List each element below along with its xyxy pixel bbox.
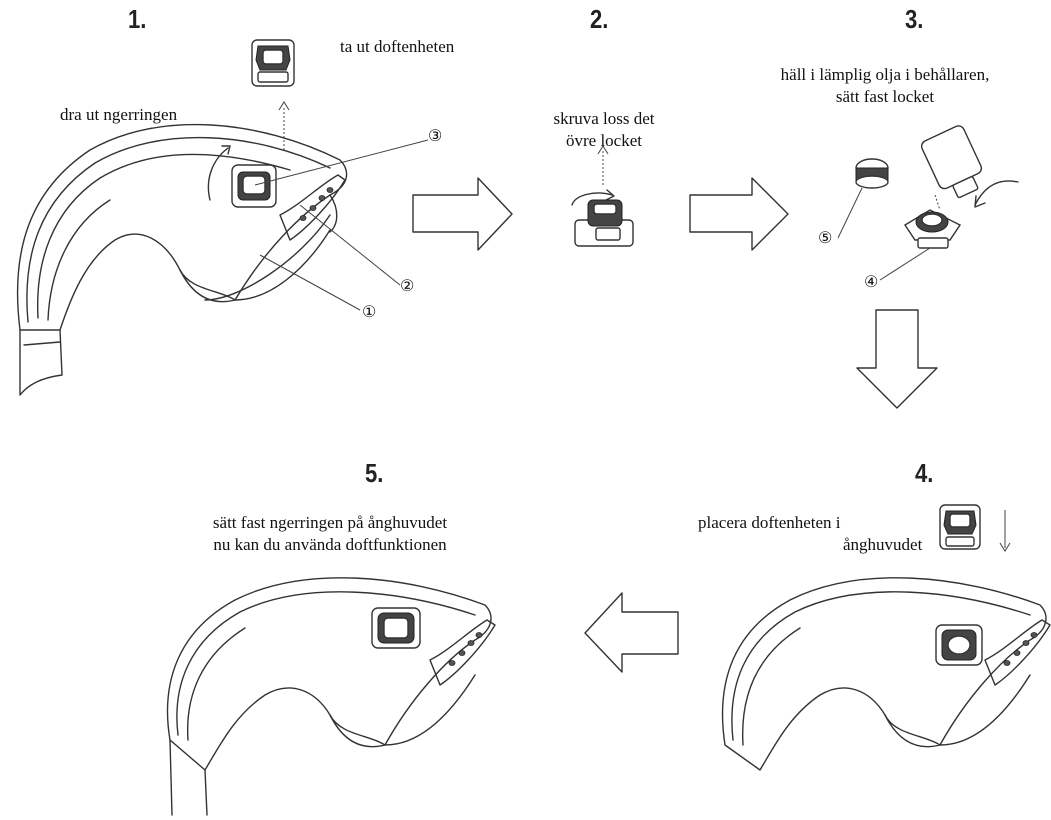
arrow-step4-to-5 bbox=[584, 592, 679, 673]
step2-caption-line1: skruva loss det bbox=[553, 109, 655, 128]
step-number-4: 4. bbox=[915, 458, 934, 488]
step4-caption-line2: ånghuvudet bbox=[843, 535, 923, 554]
callout-five: ⑤ bbox=[818, 230, 833, 247]
callout-three: ③ bbox=[428, 128, 443, 145]
step2-caption: skruva loss det övre locket bbox=[534, 108, 674, 152]
step5-caption-line1: sätt fast ngerringen på ånghuvudet bbox=[212, 513, 448, 532]
step5-caption-line2: nu kan du använda doftfunktionen bbox=[213, 535, 447, 554]
arrow-step3-to-4 bbox=[856, 309, 938, 409]
step2-unit bbox=[571, 145, 634, 247]
step5-caption: sätt fast ngerringen på ånghuvudet nu ka… bbox=[150, 512, 510, 556]
step-number-2: 2. bbox=[590, 4, 609, 34]
step5-steam-head bbox=[166, 577, 496, 816]
step4-scent-unit bbox=[939, 504, 1011, 552]
step1-scent-unit bbox=[251, 39, 295, 150]
step-number-5: 5. bbox=[365, 458, 384, 488]
step3-caption: häll i lämplig olja i behållaren, sätt f… bbox=[740, 64, 1030, 108]
step3-caption-line1: häll i lämplig olja i behållaren, bbox=[780, 65, 990, 84]
step-number-1: 1. bbox=[128, 4, 147, 34]
step3-parts bbox=[837, 125, 1019, 281]
step4-steam-head bbox=[721, 577, 1051, 771]
step1-caption-pull-ring: dra ut ngerringen bbox=[60, 105, 178, 124]
step1-steam-head bbox=[16, 123, 429, 396]
step4-caption-line1: placera doftenheten i bbox=[698, 513, 841, 532]
step-number-3: 3. bbox=[905, 4, 924, 34]
callout-four: ④ bbox=[864, 274, 879, 291]
step4-caption: placera doftenheten i ånghuvudet bbox=[698, 512, 922, 556]
callout-two: ② bbox=[400, 278, 415, 295]
step1-caption-remove-unit: ta ut doftenheten bbox=[340, 37, 455, 56]
arrow-step2-to-3 bbox=[689, 177, 789, 251]
arrow-step1-to-2 bbox=[412, 177, 513, 251]
step2-caption-line2: övre locket bbox=[566, 131, 642, 150]
step3-caption-line2: sätt fast locket bbox=[835, 87, 935, 106]
callout-one: ① bbox=[362, 304, 377, 321]
